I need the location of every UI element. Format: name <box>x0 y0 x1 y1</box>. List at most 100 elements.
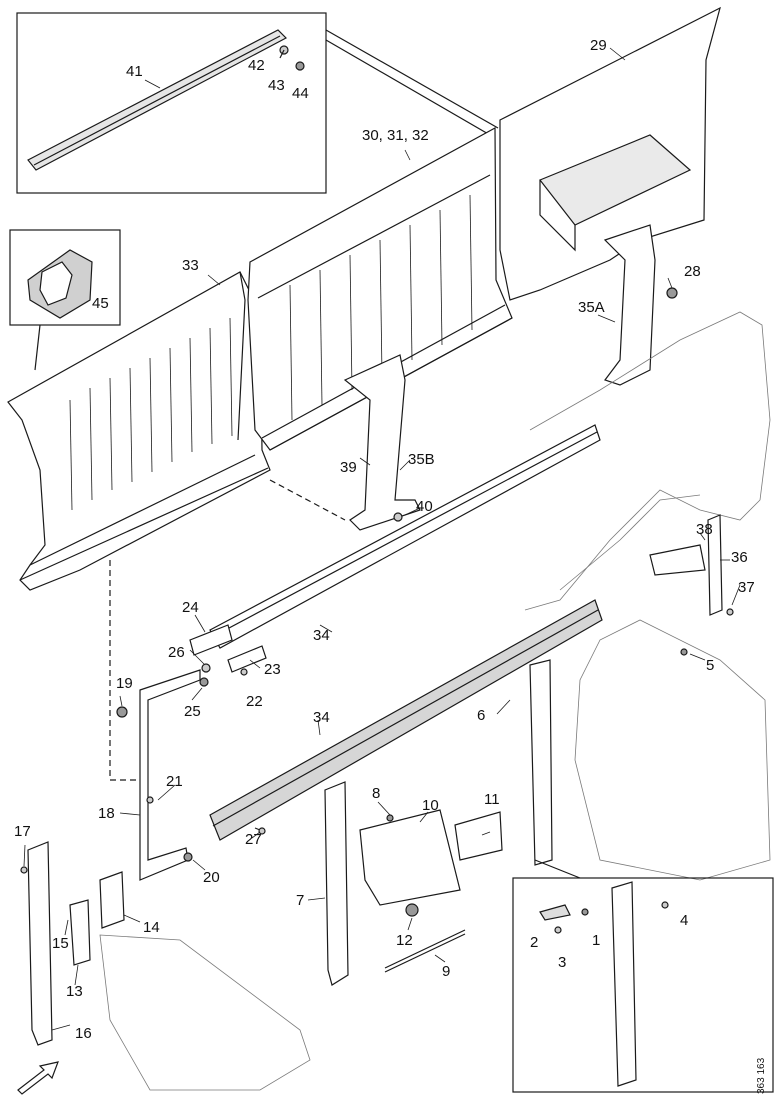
forward-arrow-icon <box>17 1061 59 1095</box>
bracket-2 <box>539 904 571 921</box>
callout-line <box>34 324 41 371</box>
label-39: 39 <box>340 459 357 476</box>
label-10: 10 <box>422 797 439 814</box>
label-43: 43 <box>268 77 285 94</box>
nut-25 <box>199 677 209 687</box>
post-inset <box>611 881 637 1087</box>
bracket-10 <box>359 809 461 906</box>
nut-28 <box>666 287 678 299</box>
bracket-35A <box>603 224 656 386</box>
inset-box-clip <box>9 229 121 326</box>
label-40: 40 <box>416 498 433 515</box>
label-18: 18 <box>98 805 115 822</box>
label-4: 4 <box>680 912 689 929</box>
rod-9 <box>384 929 466 973</box>
label-1: 1 <box>592 932 601 949</box>
label-34-upper: 34 <box>313 627 330 644</box>
washer-26 <box>201 663 211 673</box>
bolt-5 <box>680 648 688 656</box>
label-20: 20 <box>203 869 220 886</box>
screw-42 <box>279 45 289 59</box>
label-16: 16 <box>75 1025 92 1042</box>
label-15: 15 <box>52 935 69 952</box>
label-34-lower: 34 <box>313 709 330 726</box>
bracket-36 <box>707 514 723 616</box>
label-19: 19 <box>116 675 133 692</box>
plate-23 <box>227 645 267 673</box>
label-26: 26 <box>168 644 185 661</box>
nut-44 <box>295 61 305 71</box>
label-17: 17 <box>14 823 31 840</box>
rail-34-lower <box>209 599 603 841</box>
plate-24 <box>189 624 233 656</box>
label-22: 22 <box>246 693 263 710</box>
bolt-17 <box>20 866 28 874</box>
label-12: 12 <box>396 932 413 949</box>
bolt-22 <box>240 668 248 676</box>
bracket-13-15 <box>69 899 91 966</box>
inset-box-trim-strip <box>16 12 327 194</box>
side-panel-33 <box>7 271 271 591</box>
drawing-code: 363 163 <box>756 1057 767 1094</box>
callout-line <box>534 859 581 879</box>
label-21: 21 <box>166 773 183 790</box>
label-41: 41 <box>126 63 143 80</box>
vehicle-frame <box>99 311 771 1091</box>
label-44: 44 <box>292 85 309 102</box>
callout-line <box>325 39 491 136</box>
label-35A: 35A <box>578 299 605 316</box>
bolt-21 <box>146 796 154 804</box>
rail-34-upper <box>209 424 601 649</box>
label-7: 7 <box>296 892 305 909</box>
label-23: 23 <box>264 661 281 678</box>
nut-20 <box>183 852 193 862</box>
label-9: 9 <box>442 963 451 980</box>
bolt-40 <box>393 512 403 522</box>
label-24: 24 <box>182 599 199 616</box>
label-3: 3 <box>558 954 567 971</box>
alignment-lines <box>109 479 346 781</box>
trim-strip-41 <box>27 29 287 171</box>
label-11: 11 <box>484 791 500 808</box>
callout-line <box>325 29 499 129</box>
bracket-14 <box>99 871 125 929</box>
clip-45 <box>27 249 93 319</box>
bolt-37 <box>726 608 734 616</box>
inset-box-post <box>512 877 774 1093</box>
label-13: 13 <box>66 983 83 1000</box>
nut-19 <box>116 706 128 718</box>
bolt-8 <box>386 814 394 822</box>
label-33: 33 <box>182 257 199 274</box>
label-42: 42 <box>248 57 265 74</box>
leader-lines <box>23 47 741 1031</box>
label-2: 2 <box>530 934 539 951</box>
label-38: 38 <box>696 521 713 538</box>
label-25: 25 <box>184 703 201 720</box>
bracket-38 <box>649 544 706 576</box>
nut-1 <box>581 908 589 916</box>
label-6: 6 <box>477 707 486 724</box>
nut-12 <box>405 903 419 917</box>
label-28: 28 <box>684 263 701 280</box>
post-18 <box>139 669 201 881</box>
label-35B: 35B <box>408 451 435 468</box>
label-27: 27 <box>245 831 262 848</box>
label-5: 5 <box>706 657 715 674</box>
label-37: 37 <box>738 579 755 596</box>
label-29: 29 <box>590 37 607 54</box>
label-36: 36 <box>731 549 748 566</box>
bolt-3 <box>554 926 562 934</box>
label-45: 45 <box>92 295 109 312</box>
bolt-27 <box>254 827 266 835</box>
rear-panel-29 <box>499 6 721 301</box>
post-7 <box>324 781 349 986</box>
label-30-31-32: 30, 31, 32 <box>362 127 429 144</box>
label-8: 8 <box>372 785 381 802</box>
label-14: 14 <box>143 919 160 936</box>
bracket-35B <box>343 354 421 531</box>
bracket-11 <box>454 811 503 861</box>
bolt-4 <box>661 901 669 909</box>
post-16 <box>27 841 53 1046</box>
